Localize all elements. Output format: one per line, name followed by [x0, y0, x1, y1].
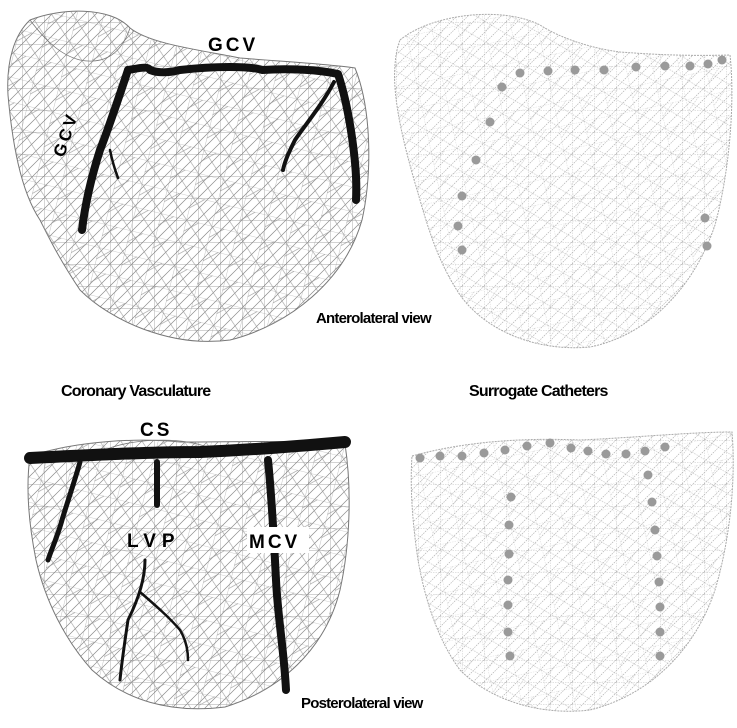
catheter-electrode — [600, 66, 609, 75]
catheter-electrode — [504, 576, 513, 585]
panel-anterolateral-vasculature: GCV GCV — [8, 11, 369, 341]
catheter-electrode — [632, 63, 641, 72]
catheter-electrode — [602, 450, 611, 459]
catheter-electrode — [544, 67, 553, 76]
catheter-electrode — [655, 578, 664, 587]
catheter-electrode — [501, 446, 510, 455]
catheter-electrode — [505, 521, 514, 530]
catheter-electrode — [653, 552, 662, 561]
panel-posterolateral-vasculature: CS LVP MCV — [28, 420, 349, 709]
catheter-electrode — [480, 449, 489, 458]
catheter-electrode — [516, 69, 525, 78]
caption-surrogate-catheters: Surrogate Catheters — [469, 383, 608, 401]
heart-mesh-overlay — [411, 432, 733, 711]
catheter-electrode — [486, 118, 495, 127]
catheter-electrode — [571, 66, 580, 75]
catheter-electrode — [651, 526, 660, 535]
catheter-electrode — [701, 214, 710, 223]
vessel-label-lvp: LVP — [127, 531, 181, 552]
caption-posterolateral-view: Posterolateral view — [301, 695, 423, 712]
catheter-electrode — [472, 156, 481, 165]
catheter-electrode — [661, 443, 670, 452]
catheter-electrode — [523, 442, 532, 451]
catheter-electrode — [458, 192, 467, 201]
catheter-electrode — [641, 447, 650, 456]
catheter-electrode — [504, 628, 513, 637]
catheter-electrode — [584, 447, 593, 456]
catheter-electrode — [656, 652, 665, 661]
catheter-electrode — [416, 454, 425, 463]
catheter-electrode — [622, 450, 631, 459]
panel-anterolateral-catheters — [395, 14, 732, 347]
heart-mesh-overlay — [8, 11, 369, 341]
vessel-label-gcv-top: GCV — [208, 35, 258, 56]
panel-posterolateral-catheters — [411, 432, 733, 711]
catheter-electrode — [656, 628, 665, 637]
catheter-electrode — [567, 444, 576, 453]
caption-anterolateral-view: Anterolateral view — [316, 310, 431, 327]
catheter-electrode — [506, 652, 515, 661]
catheter-electrode — [703, 242, 712, 251]
catheter-electrode — [656, 603, 665, 612]
catheter-electrode — [661, 62, 670, 71]
catheter-electrode — [436, 452, 445, 461]
caption-coronary-vasculature: Coronary Vasculature — [61, 383, 210, 401]
catheter-electrode — [504, 601, 513, 610]
vessel-label-mcv: MCV — [249, 532, 300, 553]
catheter-electrode — [546, 439, 555, 448]
heart-mesh-overlay — [395, 14, 732, 347]
catheter-electrode — [498, 83, 507, 92]
catheter-electrode — [686, 62, 695, 71]
catheter-electrode — [454, 222, 463, 231]
catheter-electrode — [505, 550, 514, 559]
catheter-electrode — [507, 493, 516, 502]
catheter-electrode — [718, 56, 727, 65]
vessel-label-cs: CS — [140, 420, 172, 441]
catheter-electrode — [648, 498, 657, 507]
catheter-electrode — [458, 246, 467, 255]
catheter-electrode — [458, 452, 467, 461]
catheter-electrode — [704, 60, 713, 69]
catheter-electrode — [644, 471, 653, 480]
